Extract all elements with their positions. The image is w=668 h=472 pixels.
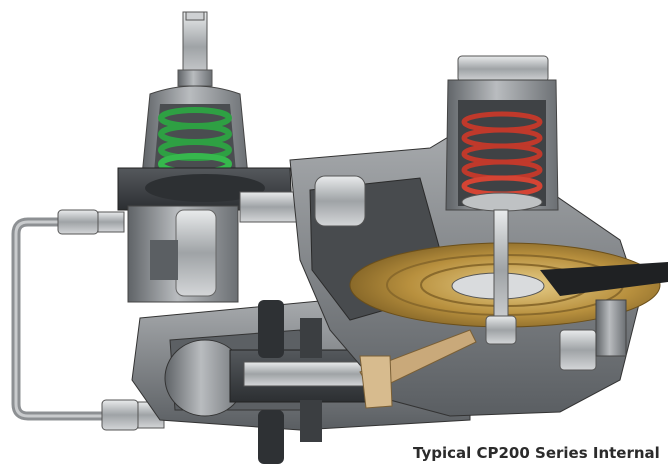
pilot-body — [117, 167, 311, 303]
outlet-fittings — [559, 299, 627, 371]
pilot-assembly — [141, 11, 249, 177]
figure-caption: Typical CP200 Series Internal — [413, 444, 660, 462]
main-spring-icon — [461, 111, 543, 212]
stem — [485, 209, 517, 345]
lever — [359, 329, 477, 409]
